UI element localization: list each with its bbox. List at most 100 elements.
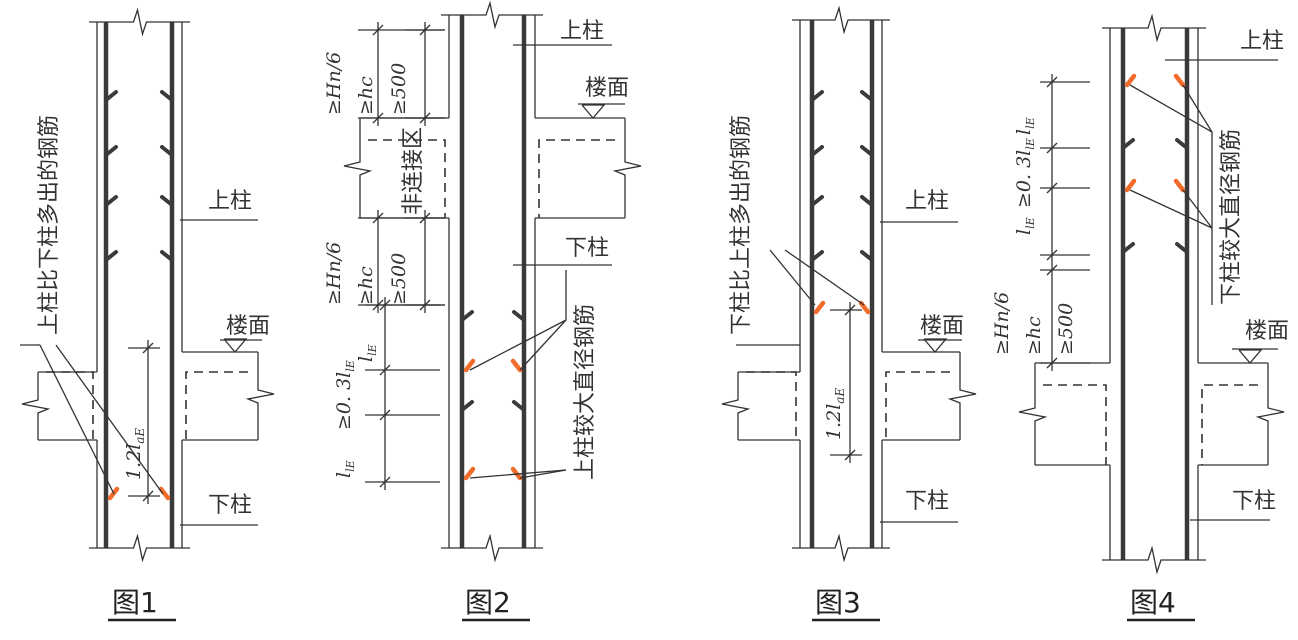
lower-column-label: 下柱: [208, 493, 252, 518]
bar-end-hook-icon: [160, 90, 174, 102]
bar-end-hook-icon: [512, 400, 526, 412]
larger-bars-note: 下柱较大直径钢筋: [1219, 129, 1244, 305]
beam-hidden-line: [46, 371, 94, 440]
line: [519, 469, 567, 479]
floor-label: 楼面: [226, 314, 270, 339]
beam-hidden-line: [1043, 384, 1107, 465]
larger-bars-note: 上柱较大直径钢筋: [573, 304, 598, 480]
drawing-geometry: [20, 0, 1285, 575]
le03-label: ≥0. 3llE: [1013, 138, 1037, 208]
bar-end-hook-icon: [160, 250, 174, 262]
lap-length-label: 1.2laE: [123, 428, 147, 480]
figure-1: 上柱 楼面 下柱 上柱比下柱多出的钢筋 1.2laE 图1: [37, 115, 270, 622]
figure-4: 上柱 楼面 下柱 下柱较大直径钢筋 llE ≥0. 3llE llE ≥Hn/6…: [991, 29, 1289, 622]
highlighted-bar-end: [1173, 178, 1186, 193]
floor-level-symbol-icon: [923, 338, 948, 354]
bar-end-hook-icon: [160, 195, 174, 207]
line: [769, 249, 816, 306]
beam-hidden-line: [746, 371, 797, 440]
bar-end-hook-icon: [160, 145, 174, 157]
slab-break-line: [721, 372, 751, 440]
bar-end-hook-icon: [1175, 138, 1189, 150]
highlighted-bar-end: [813, 300, 826, 315]
figure-2: 上柱 楼面 下柱 非连接区 上柱较大直径钢筋 ≥Hn/6 ≥hc ≥500 ≥H…: [323, 19, 629, 622]
beam-hidden-line: [368, 139, 446, 218]
highlighted-bar-end: [1124, 73, 1137, 88]
highlighted-bar-end: [510, 358, 523, 373]
bar-end-hook-icon: [104, 195, 118, 207]
bar-end-hook-icon: [1121, 138, 1135, 150]
bar-end-hook-icon: [460, 310, 474, 322]
bottom-break-line: [792, 533, 890, 563]
slab-break-line: [1255, 363, 1285, 465]
bar-end-hook-icon: [860, 250, 874, 262]
figure-3: 上柱 楼面 下柱 下柱比上柱多出的钢筋 1.2laE 图3: [729, 115, 964, 622]
le-label: llE: [1013, 117, 1037, 135]
line: [1182, 189, 1213, 229]
bar-end-hook-icon: [104, 145, 118, 157]
slab-break-line: [1018, 363, 1048, 465]
figure-caption: 图1: [112, 586, 158, 619]
top-break-line: [89, 7, 190, 37]
slab-break-line: [21, 372, 51, 440]
highlighted-bar-end: [158, 486, 171, 501]
extra-bars-note: 上柱比下柱多出的钢筋: [37, 115, 62, 335]
bar-end-hook-icon: [1175, 242, 1189, 254]
lower-column-label: 下柱: [1232, 489, 1276, 514]
min500-label: ≥500: [388, 63, 410, 115]
line: [784, 249, 865, 306]
hn-label: ≥Hn/6: [991, 292, 1013, 355]
bar-end-hook-icon: [810, 145, 824, 157]
bottom-break-line: [1102, 545, 1206, 575]
floor-label: 楼面: [1245, 319, 1289, 344]
hc-label: ≥hc: [355, 76, 377, 115]
beam-hidden-line: [885, 371, 950, 440]
floor-level-symbol-icon: [1238, 349, 1263, 365]
hc-label: ≥hc: [1023, 316, 1045, 355]
top-break-line: [1102, 13, 1206, 43]
le-label-2: llE: [1013, 217, 1037, 235]
highlighted-bar-end: [1173, 73, 1186, 88]
bottom-break-line: [441, 533, 543, 563]
line: [1182, 84, 1213, 133]
floor-level-symbol-icon: [581, 104, 606, 120]
lower-column-label: 下柱: [565, 236, 609, 261]
bar-end-hook-icon: [460, 400, 474, 412]
le03-label: ≥0. 3llE: [333, 360, 357, 430]
line: [519, 319, 567, 371]
upper-column-label: 上柱: [560, 19, 604, 44]
hn-label-lower: ≥Hn/6: [323, 242, 345, 305]
le-label-2: llE: [333, 460, 357, 478]
top-break-line: [441, 0, 543, 30]
line: [469, 319, 567, 371]
upper-column-label: 上柱: [1240, 29, 1284, 54]
bar-end-hook-icon: [860, 195, 874, 207]
bar-end-hook-icon: [860, 90, 874, 102]
floor-label: 楼面: [920, 314, 964, 339]
bottom-break-line: [89, 533, 190, 563]
bar-end-hook-icon: [860, 145, 874, 157]
highlighted-bar-end: [463, 358, 476, 373]
hc-label-lower: ≥hc: [355, 266, 377, 305]
figure-caption: 图4: [1130, 586, 1176, 619]
slab-break-line: [612, 118, 642, 218]
hn-label: ≥Hn/6: [323, 52, 345, 115]
figure-caption: 图3: [815, 586, 861, 619]
beam-hidden-line: [538, 139, 615, 218]
bar-end-hook-icon: [104, 90, 118, 102]
slab-break-line: [245, 352, 275, 440]
upper-column-label: 上柱: [208, 189, 252, 214]
slab-break-line: [343, 118, 373, 218]
line: [469, 469, 567, 479]
floor-level-symbol-icon: [223, 338, 248, 354]
line: [39, 344, 115, 495]
min500-label: ≥500: [1055, 303, 1077, 355]
highlighted-bar-end: [1124, 178, 1137, 193]
top-break-line: [792, 5, 890, 35]
beam-hidden-line: [185, 371, 248, 440]
line: [1129, 189, 1213, 229]
slab-break-line: [947, 352, 977, 440]
bar-end-hook-icon: [810, 90, 824, 102]
line: [1129, 84, 1213, 133]
